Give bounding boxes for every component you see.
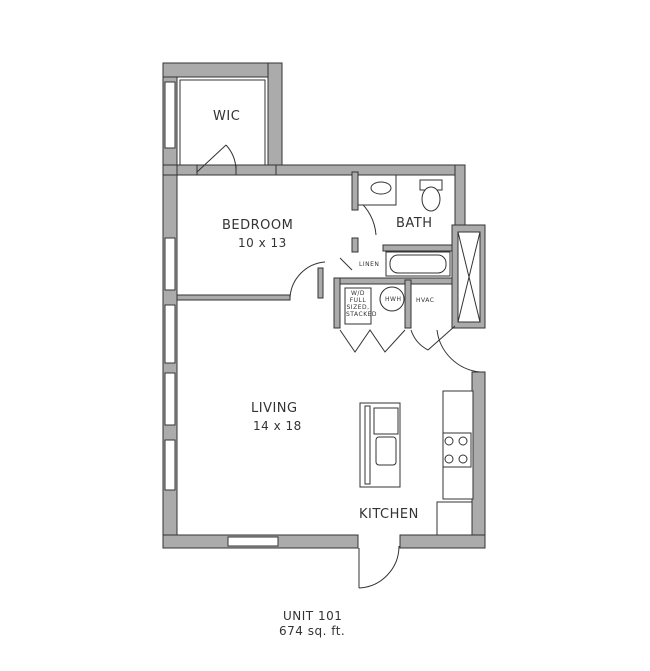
island-sink-icon <box>375 436 397 466</box>
fixtures <box>344 174 481 536</box>
room-label-hvac: HVAC <box>416 297 435 304</box>
windows <box>164 81 279 547</box>
washer-dryer <box>344 287 372 325</box>
room-label-bedroom: BEDROOM <box>222 218 294 233</box>
room-label-linen: LINEN <box>359 261 380 268</box>
room-label-laundry: W/D FULL SIZED, STACKED <box>346 290 378 318</box>
doors <box>196 144 481 589</box>
room-label-living: LIVING <box>251 401 298 416</box>
room-label-bath: BATH <box>396 216 433 231</box>
room-label-hwh: HWH <box>385 296 402 303</box>
sink-icon <box>370 181 392 195</box>
unit-number: UNIT 101 <box>283 609 343 623</box>
toilet-icon <box>421 186 441 212</box>
room-label-kitchen: KITCHEN <box>359 507 419 522</box>
room-dimensions-living: 14 x 18 <box>253 419 302 433</box>
room-dimensions-bedroom: 10 x 13 <box>238 236 287 250</box>
unit-area: 674 sq. ft. <box>279 624 346 638</box>
exterior-walls <box>162 62 486 549</box>
water-heater <box>379 286 405 312</box>
refrigerator <box>436 501 473 536</box>
room-label-wic: WIC <box>213 109 241 124</box>
